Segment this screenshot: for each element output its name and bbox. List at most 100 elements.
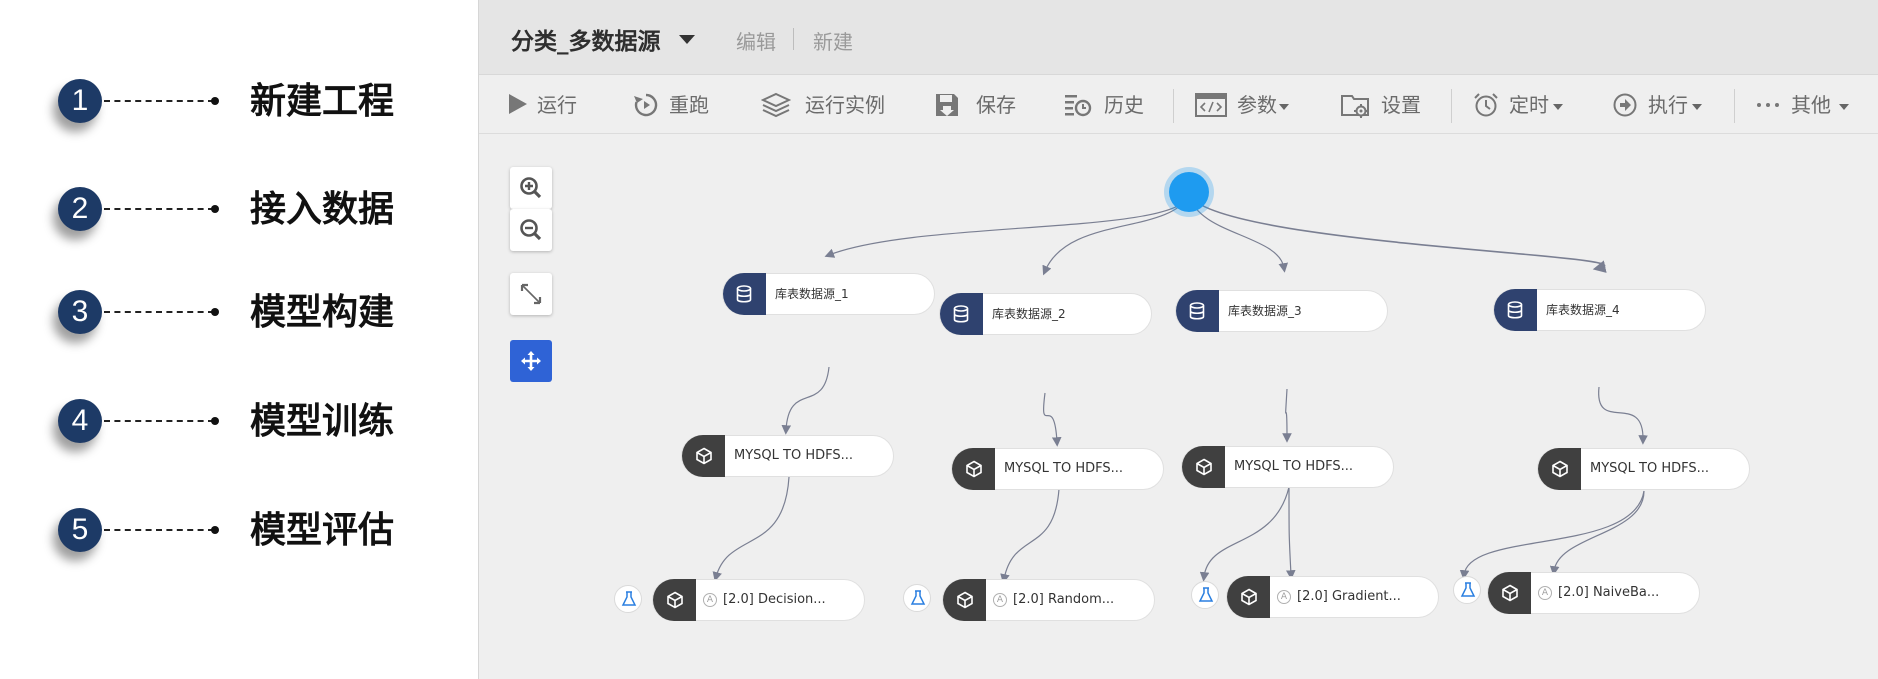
transform-node-3[interactable]: MYSQL TO HDFS...: [1181, 446, 1394, 488]
more-label: 其他: [1791, 93, 1831, 117]
step-number-badge: 5: [58, 508, 102, 552]
edge: [1282, 388, 1292, 443]
save-icon: [936, 94, 958, 116]
step-connector: [104, 100, 214, 102]
edge: [1199, 486, 1290, 582]
run-instance-button[interactable]: 运行实例: [761, 89, 901, 121]
flask-icon: [1460, 582, 1476, 597]
fit-screen-button[interactable]: [510, 273, 552, 315]
step-label: 模型构建: [250, 292, 395, 333]
folder-gear-icon: [1341, 95, 1369, 118]
datasource-cap: [1494, 289, 1537, 331]
edge: [1188, 194, 1607, 273]
step-label: 接入数据: [250, 189, 395, 230]
zoom-in-icon: [520, 177, 542, 199]
cube-icon: [1502, 584, 1518, 602]
node-label: 库表数据源_4: [1546, 303, 1620, 317]
project-title[interactable]: 分类_多数据源: [511, 29, 661, 55]
node-label: [2.0] Gradient...: [1297, 589, 1401, 604]
step-1: 1 新建工程: [58, 79, 478, 123]
datasource-node-2[interactable]: 库表数据源_2: [939, 293, 1152, 335]
model-badge: A: [1538, 586, 1552, 600]
fit-screen-icon: [520, 283, 542, 305]
flask-icon-4[interactable]: [1453, 576, 1481, 604]
params-dropdown[interactable]: 参数: [1195, 89, 1305, 121]
schedule-dropdown[interactable]: 定时: [1473, 89, 1573, 121]
new-link[interactable]: 新建: [813, 30, 853, 54]
code-window-icon: [1195, 93, 1227, 117]
workflow-app: 分类_多数据源 编辑 新建 运行 重跑 运行实例: [478, 0, 1878, 679]
model-badge: A: [703, 593, 717, 607]
workflow-canvas[interactable]: 库表数据源_1 库表数据源_2 库表数据源_3 库表数据源_4 MYSQL: [479, 135, 1878, 679]
workflow-edges: [712, 194, 1648, 584]
rerun-button[interactable]: 重跑: [633, 89, 723, 121]
step-label: 模型训练: [250, 401, 395, 442]
node-label: 库表数据源_3: [1228, 304, 1302, 318]
title-bar: 分类_多数据源 编辑 新建: [479, 0, 1878, 74]
database-icon: [1189, 302, 1205, 320]
model-badge: A: [1277, 590, 1291, 604]
node-label: MYSQL TO HDFS...: [1234, 459, 1354, 474]
cube-icon: [1196, 458, 1212, 476]
step-dot: [211, 97, 219, 105]
step-2: 2 接入数据: [58, 187, 478, 231]
more-dropdown[interactable]: 其他: [1755, 89, 1865, 121]
step-connector: [104, 529, 214, 531]
step-4: 4 模型训练: [58, 399, 478, 443]
flask-icon-3[interactable]: [1191, 581, 1219, 609]
transform-node-4[interactable]: MYSQL TO HDFS...: [1537, 448, 1750, 490]
step-connector: [104, 208, 214, 210]
chevron-down-icon[interactable]: [679, 35, 695, 44]
zoom-in-button[interactable]: [510, 167, 552, 209]
save-button[interactable]: 保存: [934, 89, 1024, 121]
history-label: 历史: [1104, 93, 1144, 117]
step-dot: [211, 308, 219, 316]
database-icon: [1507, 301, 1523, 319]
step-number-badge: 4: [58, 399, 102, 443]
toolbar-divider: [1451, 89, 1452, 123]
datasource-node-1[interactable]: 库表数据源_1: [722, 273, 935, 315]
play-icon: [509, 94, 527, 114]
execute-dropdown[interactable]: 执行: [1612, 89, 1712, 121]
pan-button[interactable]: [510, 340, 552, 382]
edge: [1549, 490, 1645, 576]
edit-link[interactable]: 编辑: [736, 30, 776, 54]
edge: [1285, 486, 1296, 580]
toolbar-divider: [1173, 89, 1174, 123]
history-button[interactable]: 历史: [1064, 89, 1154, 121]
toolbar: 运行 重跑 运行实例 保存: [479, 74, 1878, 134]
settings-button[interactable]: 设置: [1341, 89, 1441, 121]
model-node-3[interactable]: A [2.0] Gradient...: [1226, 576, 1439, 618]
model-node-2[interactable]: A [2.0] Random...: [942, 579, 1155, 621]
step-dot: [211, 417, 219, 425]
run-label: 运行: [537, 93, 577, 117]
operator-cap: [943, 579, 986, 621]
run-button[interactable]: 运行: [507, 89, 597, 121]
transform-node-1[interactable]: MYSQL TO HDFS...: [681, 435, 894, 477]
operator-cap: [1227, 576, 1270, 618]
edge: [712, 476, 790, 582]
database-icon: [953, 305, 969, 323]
zoom-out-button[interactable]: [510, 209, 552, 251]
model-node-1[interactable]: A [2.0] Decision...: [652, 579, 865, 621]
node-label: 库表数据源_2: [992, 307, 1066, 321]
datasource-cap: [1176, 290, 1219, 332]
operator-cap: [1182, 446, 1225, 488]
edge: [1000, 488, 1060, 584]
datasource-node-4[interactable]: 库表数据源_4: [1493, 289, 1706, 331]
node-label: 库表数据源_1: [775, 287, 849, 301]
datasource-node-3[interactable]: 库表数据源_3: [1175, 290, 1388, 332]
flask-icon-2[interactable]: [903, 584, 931, 612]
caret-down-icon: [1692, 104, 1702, 110]
start-node[interactable]: [1169, 172, 1209, 212]
flask-icon-1[interactable]: [614, 585, 642, 613]
model-node-4[interactable]: A [2.0] NaiveBa...: [1487, 572, 1700, 614]
step-5: 5 模型评估: [58, 508, 478, 552]
caret-down-icon: [1553, 104, 1563, 110]
node-label: [2.0] Random...: [1013, 592, 1115, 607]
edge: [1459, 490, 1645, 580]
cube-icon: [667, 591, 683, 609]
flask-icon: [910, 590, 926, 605]
cube-icon: [1241, 588, 1257, 606]
transform-node-2[interactable]: MYSQL TO HDFS...: [951, 448, 1164, 490]
